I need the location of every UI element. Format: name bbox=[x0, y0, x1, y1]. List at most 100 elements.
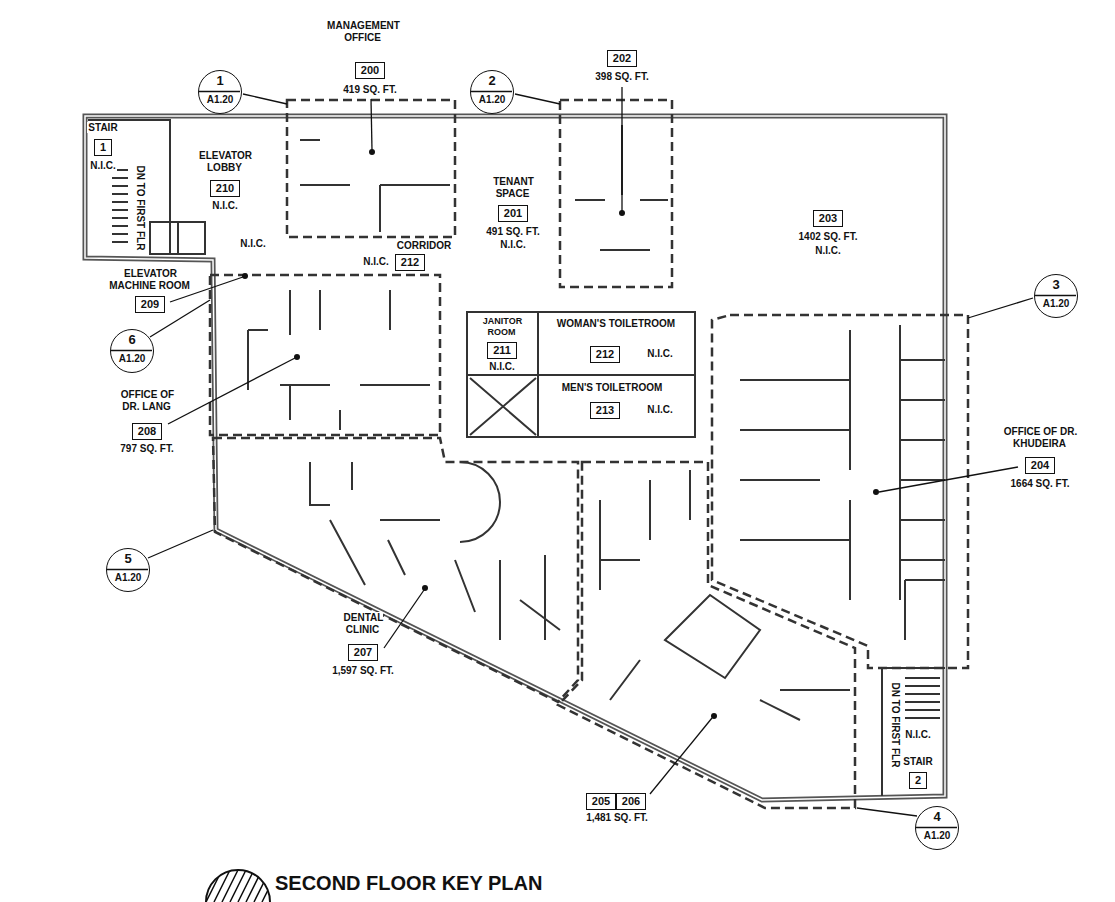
room-name: DENTAL CLINIC bbox=[343, 612, 384, 635]
tag-leader bbox=[650, 718, 712, 794]
room-name: ELEVATOR MACHINE ROOM bbox=[109, 268, 191, 291]
label-holder: N.I.C. bbox=[499, 239, 527, 251]
label-holder: N.I.C. bbox=[239, 238, 267, 250]
room-name: CORRIDOR bbox=[396, 240, 452, 251]
room-name: JANITOR ROOM bbox=[482, 316, 522, 337]
dental-partitions bbox=[310, 462, 560, 640]
management-partitions bbox=[300, 140, 450, 232]
room-number: 202 bbox=[613, 52, 631, 65]
callout-number: 3 bbox=[1052, 277, 1059, 293]
label-holder: ELEVATOR MACHINE ROOM bbox=[103, 268, 198, 292]
nic-note: N.I.C. bbox=[646, 404, 674, 415]
area-outline bbox=[210, 275, 440, 435]
label-holder: N.I.C. bbox=[646, 404, 674, 416]
tag-leader bbox=[621, 87, 622, 211]
room-name: OFFICE OF DR. KHUDEIRA bbox=[1003, 426, 1077, 449]
area-label: 398 SQ. FT. bbox=[594, 71, 649, 82]
detail-callout: 3A1.20 bbox=[1034, 274, 1078, 318]
detail-callout: 4A1.20 bbox=[915, 806, 959, 850]
area-label: 419 SQ. FT. bbox=[342, 84, 397, 95]
suite-205-206-partitions bbox=[600, 470, 850, 720]
detail-callout: 2A1.20 bbox=[470, 70, 514, 114]
area-outline bbox=[560, 100, 672, 287]
label-holder: 797 SQ. FT. bbox=[119, 443, 174, 455]
label-holder: N.I.C. bbox=[488, 361, 516, 373]
tag-leader bbox=[371, 99, 372, 150]
stair-two bbox=[882, 668, 945, 796]
callout-leader bbox=[515, 94, 560, 104]
callout-number: 5 bbox=[124, 551, 131, 567]
label-holder: N.I.C. bbox=[211, 200, 239, 212]
room-number: 1 bbox=[100, 141, 106, 154]
leader-dot bbox=[242, 273, 248, 279]
nic-note: N.I.C. bbox=[499, 239, 527, 250]
callout-leader bbox=[148, 530, 213, 558]
room-name: MEN'S TOILETROOM bbox=[561, 382, 664, 393]
label-holder: 398 SQ. FT. bbox=[594, 71, 649, 83]
label-holder: CORRIDOR bbox=[396, 240, 452, 252]
room-number-tag: 207 bbox=[348, 644, 378, 661]
room-number-tag: 206 bbox=[616, 793, 646, 810]
room-name: ELEVATOR LOBBY bbox=[198, 150, 252, 173]
interior-walls bbox=[88, 120, 945, 796]
plan-title: SECOND FLOOR KEY PLAN bbox=[275, 872, 542, 894]
room-number-tag: 208 bbox=[132, 423, 162, 440]
label-holder: N.I.C. bbox=[362, 256, 390, 268]
label-holder: STAIR bbox=[902, 756, 933, 768]
area-label: 1402 SQ. FT. bbox=[798, 231, 859, 242]
callout-number: 1 bbox=[216, 73, 223, 89]
divider-line bbox=[916, 827, 957, 828]
tag-leader bbox=[168, 358, 295, 424]
detail-callout: 1A1.20 bbox=[198, 70, 242, 114]
room-number-tag: 212 bbox=[590, 346, 620, 363]
room-name: STAIR bbox=[87, 122, 118, 133]
room-number: 204 bbox=[1031, 459, 1049, 472]
tag-leader bbox=[384, 590, 424, 648]
leader-dot bbox=[619, 210, 625, 216]
room-number: 210 bbox=[216, 182, 234, 195]
callout-number: 2 bbox=[488, 73, 495, 89]
stair-direction: DN TO FIRST FLR bbox=[135, 165, 146, 252]
label-holder: ELEVATOR LOBBY bbox=[190, 150, 260, 174]
room-number: 205 bbox=[592, 795, 610, 808]
detail-callout: 6A1.20 bbox=[110, 329, 154, 373]
nic-note: N.I.C. bbox=[211, 200, 239, 211]
area-outline bbox=[712, 315, 968, 668]
room-number-tag: 201 bbox=[498, 205, 528, 222]
room-number-tag: 213 bbox=[590, 402, 620, 419]
leader-dots bbox=[242, 149, 879, 719]
room-name: WOMAN'S TOILETROOM bbox=[556, 318, 676, 329]
symbol-hatch bbox=[198, 870, 286, 902]
room-number: 209 bbox=[141, 298, 159, 311]
label-holder: N.I.C. bbox=[814, 245, 842, 257]
room-number: 213 bbox=[596, 404, 614, 417]
room-number-tag: 204 bbox=[1025, 457, 1055, 474]
room-number: 203 bbox=[819, 212, 837, 225]
label-holder: DN TO FIRST FLR bbox=[134, 165, 146, 252]
label-holder: 1,481 SQ. FT. bbox=[585, 812, 649, 824]
room-number-tag: 210 bbox=[210, 180, 240, 197]
leader-dot bbox=[711, 713, 717, 719]
label-holder: 1402 SQ. FT. bbox=[798, 231, 859, 243]
elevator-shafts bbox=[150, 222, 205, 254]
area-label: 1,597 SQ. FT. bbox=[331, 665, 395, 676]
exterior-wall bbox=[85, 116, 945, 800]
divider-line bbox=[107, 569, 148, 570]
label-holder: 419 SQ. FT. bbox=[342, 84, 397, 96]
callout-leader bbox=[243, 94, 287, 104]
room-number: 208 bbox=[138, 425, 156, 438]
area-label: 797 SQ. FT. bbox=[119, 443, 174, 454]
leader-dot bbox=[422, 585, 428, 591]
label-holder: N.I.C. bbox=[89, 160, 117, 172]
room-number-tag: 2 bbox=[909, 772, 927, 789]
divider-line bbox=[1035, 295, 1076, 296]
label-holder: DENTAL CLINIC bbox=[336, 612, 391, 636]
area-outline bbox=[287, 100, 455, 237]
stair-direction: DN TO FIRST FLR bbox=[890, 682, 901, 769]
label-holder: N.I.C. bbox=[646, 348, 674, 360]
room-number: 212 bbox=[401, 256, 419, 269]
label-holder: OFFICE OF DR. LANG bbox=[117, 389, 177, 413]
dashed-areas bbox=[210, 100, 968, 808]
area-label: 1,481 SQ. FT. bbox=[585, 812, 649, 823]
